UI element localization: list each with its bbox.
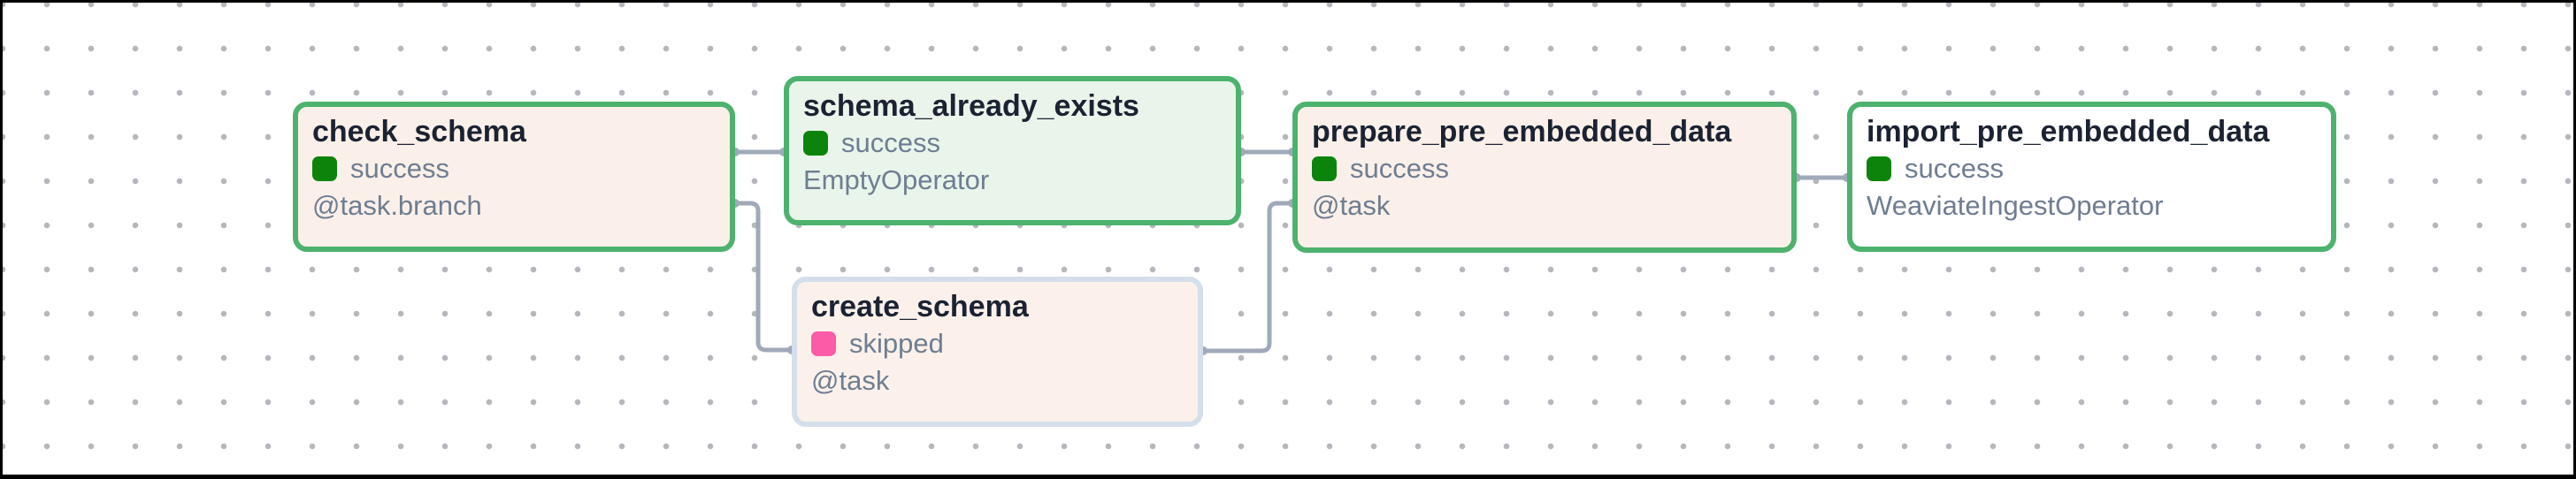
task-operator-label: @task.branch xyxy=(312,190,482,221)
task-name: prepare_pre_embedded_data xyxy=(1312,115,1732,148)
task-status-row: success xyxy=(312,151,712,186)
task-status-label: skipped xyxy=(849,328,944,359)
skipped-status-icon xyxy=(811,331,836,356)
task-status-label: success xyxy=(1350,153,1449,184)
task-operator-label: @task xyxy=(811,365,890,396)
task-operator-label: EmptyOperator xyxy=(803,164,990,195)
success-status-icon xyxy=(312,156,337,181)
task-operator-label: WeaviateIngestOperator xyxy=(1867,190,2164,221)
task-status-label: success xyxy=(841,127,940,158)
task-status-row: success xyxy=(803,125,1218,161)
success-status-icon xyxy=(1312,156,1337,181)
success-status-icon xyxy=(1867,156,1891,181)
task-status-row: success xyxy=(1867,151,2313,186)
edge-check_schema-to-create_schema xyxy=(732,201,794,353)
task-status-row: skipped xyxy=(811,326,1180,361)
task-status-label: success xyxy=(1905,153,2004,184)
task-name: check_schema xyxy=(312,115,526,148)
task-name: create_schema xyxy=(811,290,1029,323)
edge-layer xyxy=(731,148,1852,355)
task-name: schema_already_exists xyxy=(803,89,1139,123)
task-status-label: success xyxy=(350,153,449,184)
task-status-row: success xyxy=(1312,151,1774,186)
edge-create_schema-to-prepare_pre_embedded_data xyxy=(1200,201,1295,354)
task-name: import_pre_embedded_data xyxy=(1867,115,2270,148)
success-status-icon xyxy=(803,131,828,156)
task-operator-label: @task xyxy=(1312,190,1391,221)
